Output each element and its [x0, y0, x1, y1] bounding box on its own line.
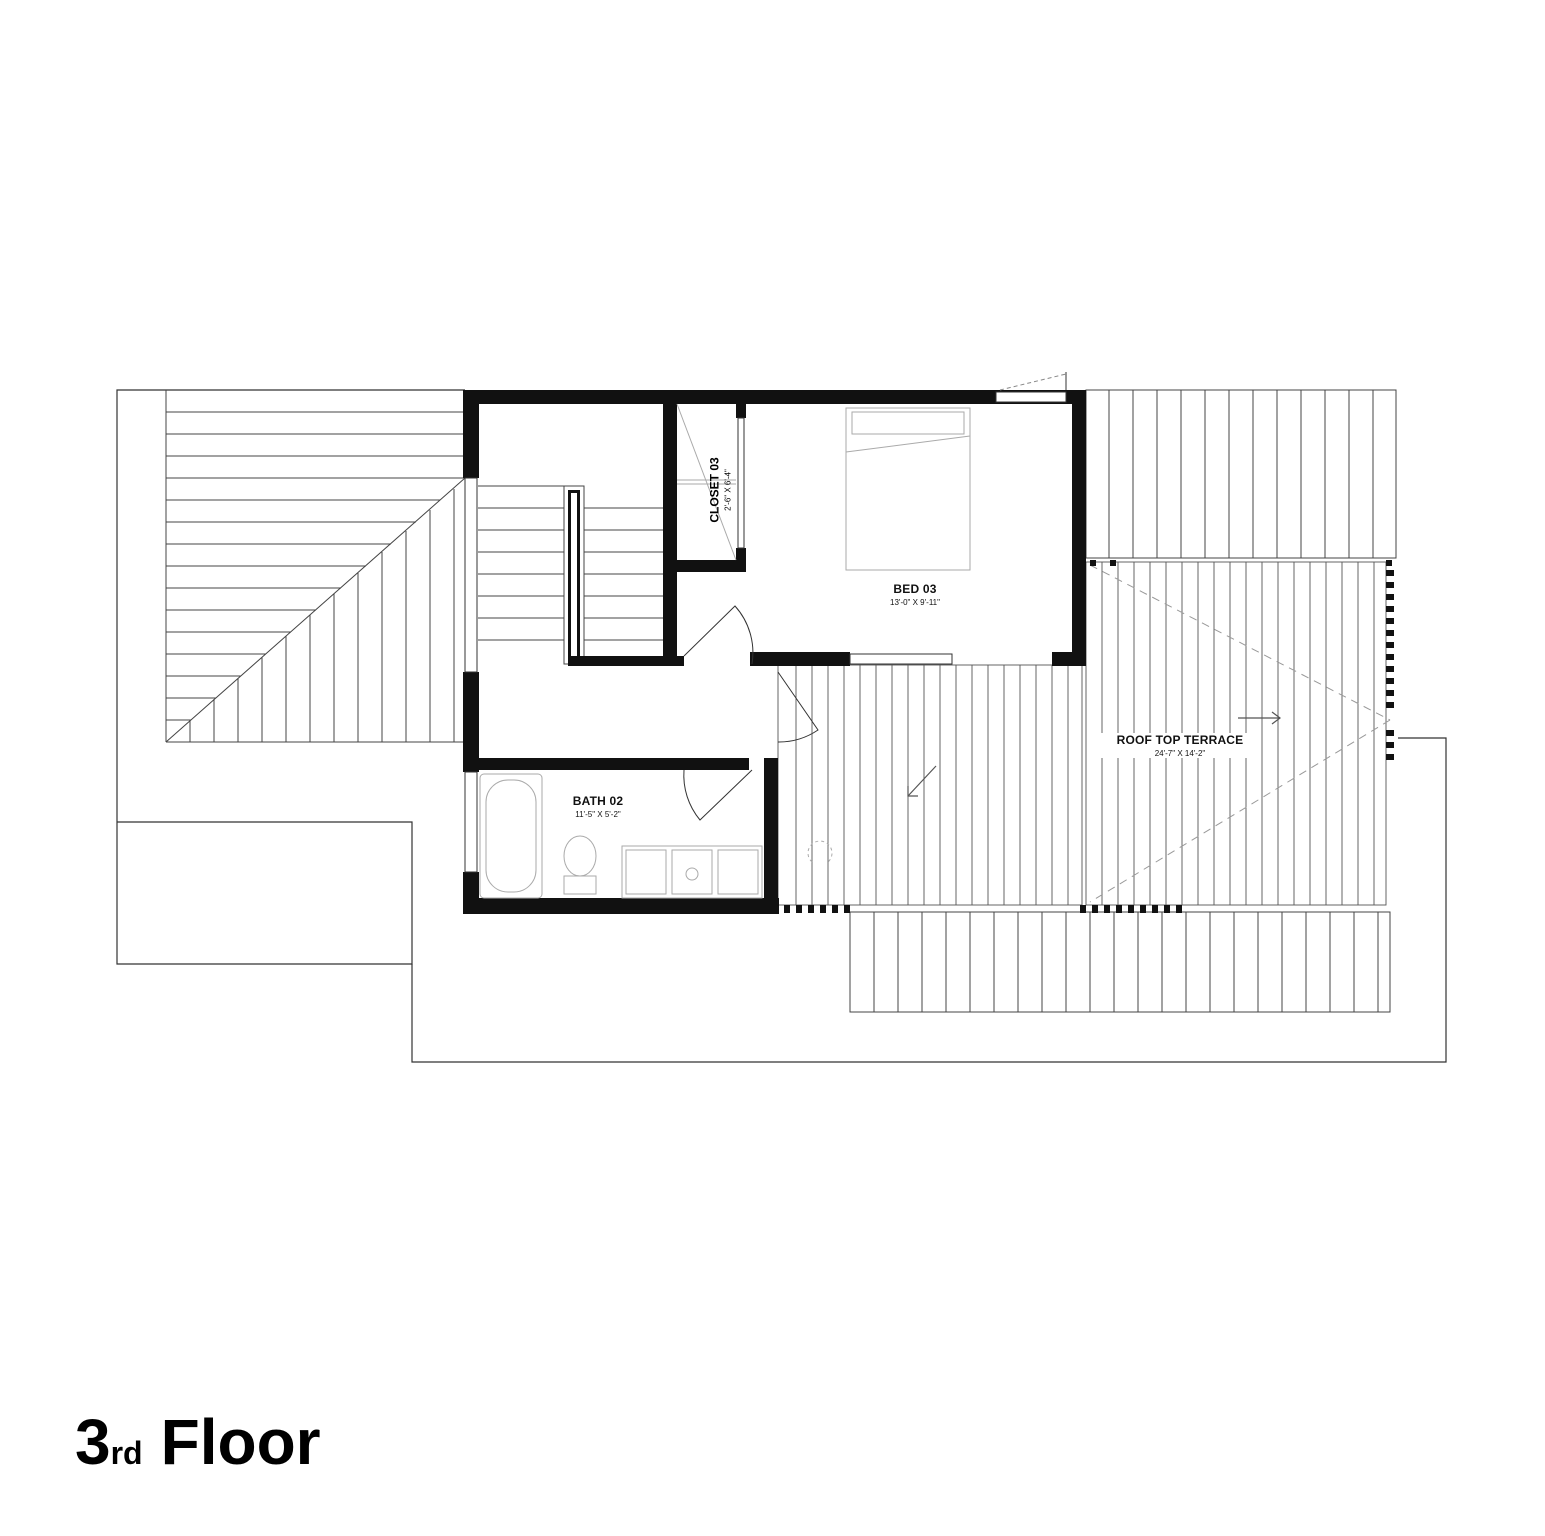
walls — [463, 390, 1086, 914]
roof-outline — [116, 389, 1447, 1063]
floor-word: Floor — [160, 1406, 321, 1478]
stair — [478, 485, 664, 665]
room-label-roof-top-terrace: ROOF TOP TERRACE 24'-7" X 14'-2" — [1100, 733, 1260, 758]
room-name: ROOF TOP TERRACE — [1116, 733, 1244, 747]
room-name: CLOSET 03 — [707, 457, 722, 523]
slope-lines — [1089, 564, 1391, 903]
floor-title: 3rd Floor — [75, 1405, 321, 1479]
floor-ordinal-suffix: rd — [110, 1435, 143, 1471]
floor-number: 3 — [75, 1406, 111, 1478]
room-name: BED 03 — [893, 582, 937, 596]
room-dimensions: 11'-5" X 5'-2" — [575, 810, 621, 819]
bath-fixtures — [479, 773, 833, 899]
slope-arrows — [907, 711, 1281, 797]
railing — [784, 560, 1394, 913]
room-dimensions: 2'-6" X 6'-4" — [723, 469, 733, 511]
room-label-closet-03: CLOSET 03 2'-6" X 6'-4" — [700, 440, 740, 540]
room-label-bath-02: BATH 02 11'-5" X 5'-2" — [548, 794, 648, 819]
upper-right-roof-hatch — [1085, 389, 1397, 559]
room-dimensions: 24'-7" X 14'-2" — [1154, 749, 1206, 758]
room-name: BATH 02 — [572, 794, 624, 808]
lower-roof-hatch — [849, 911, 1391, 1013]
windows — [464, 391, 1067, 873]
doors — [683, 372, 1067, 821]
room-dimensions: 13'-0" X 9'-11" — [890, 598, 940, 607]
left-roof-hatch — [165, 390, 466, 743]
closet-fixtures — [676, 403, 737, 561]
room-label-bed-03: BED 03 13'-0" X 9'-11" — [850, 582, 980, 607]
bed — [845, 407, 971, 571]
